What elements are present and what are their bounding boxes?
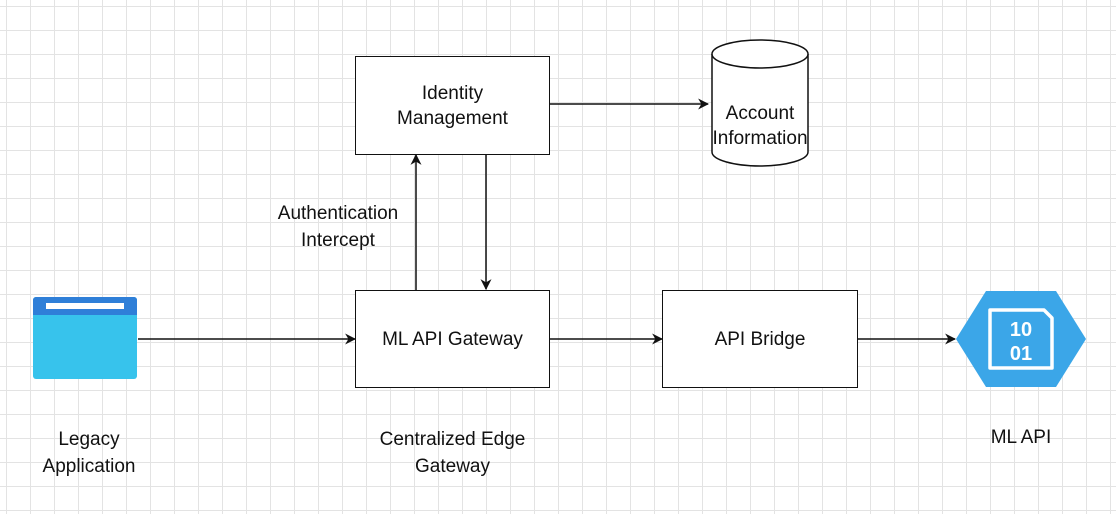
ml-api-glyph-top: 10 <box>1010 319 1032 341</box>
identity-management-label: Identity Management <box>397 82 508 129</box>
legacy-application-label: Legacy Application <box>42 429 136 477</box>
binary-file-hexagon-icon[interactable]: 10 01 <box>956 291 1086 387</box>
database-cylinder-icon[interactable] <box>711 39 809 167</box>
api-bridge-label: API Bridge <box>714 328 806 350</box>
centralized-edge-gateway-label: Centralized Edge Gateway <box>379 429 526 477</box>
ml-api-gateway-label: ML API Gateway <box>382 328 523 350</box>
identity-management-node[interactable]: Identity Management <box>355 56 550 155</box>
authentication-intercept-label: Authentication Intercept <box>277 203 399 251</box>
browser-window-icon[interactable] <box>33 297 137 379</box>
ml-api-glyph-bottom: 01 <box>1010 343 1032 365</box>
ml-api-gateway-node[interactable]: ML API Gateway <box>355 290 550 388</box>
api-bridge-node[interactable]: API Bridge <box>662 290 858 388</box>
ml-api-label: ML API <box>990 427 1052 448</box>
account-information-label: Account Information <box>712 103 808 149</box>
